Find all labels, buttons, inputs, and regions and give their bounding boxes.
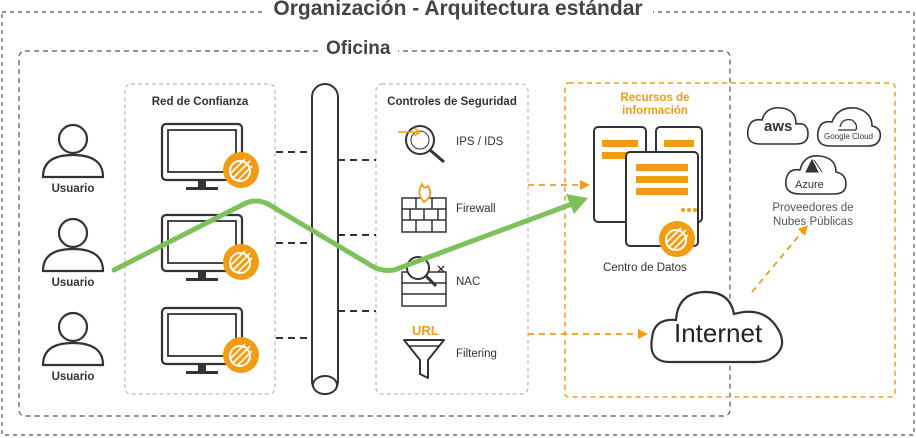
organization-title: Organización - Arquitectura estándar [0, 0, 916, 21]
security-controls-title: Controles de Seguridad [387, 96, 517, 108]
google-cloud-icon [816, 106, 882, 147]
google-cloud-label: Google Cloud [824, 132, 873, 141]
resources-box [564, 82, 896, 398]
firewall-icon [401, 181, 447, 233]
network-links [276, 151, 376, 339]
azure-logo-icon [805, 158, 823, 173]
security-badge-icon [222, 243, 260, 281]
url-badge: URL [412, 323, 439, 338]
trusted-network-title: Red de Confianza [151, 96, 249, 108]
public-cloud-label-line1: Proveedores de [772, 202, 854, 214]
traffic-path-arrow [566, 194, 588, 214]
datacenter-label: Centro de Datos [603, 262, 687, 274]
public-cloud-label: Proveedores de Nubes Públicas [758, 201, 868, 229]
arrow-heads [580, 180, 808, 339]
aws-label: aws [764, 118, 793, 135]
firewall-label: Firewall [456, 203, 496, 215]
user-icon [41, 123, 105, 179]
user-label: Usuario [51, 277, 95, 289]
azure-cloud-icon [784, 154, 847, 195]
security-badge-icon [658, 220, 696, 258]
filtering-label: Filtering [456, 348, 497, 360]
user-icon [41, 311, 105, 367]
office-frame [18, 50, 731, 417]
public-cloud-label-line2: Nubes Públicas [773, 216, 853, 228]
user-label: Usuario [51, 371, 95, 383]
resources-title-line1: Recursos de [620, 92, 690, 104]
resources-title-line2: información [622, 105, 688, 117]
azure-label: Azure [795, 179, 824, 191]
google-logo-icon [838, 119, 858, 131]
ips-ids-label: IPS / IDS [456, 136, 504, 148]
data-flow-arrows [528, 184, 803, 335]
security-badge-icon [222, 151, 260, 189]
traffic-path [111, 198, 575, 273]
nac-label: NAC [456, 276, 481, 288]
user-label: Usuario [51, 183, 95, 195]
security-controls-box [375, 83, 529, 395]
internet-label: Internet [674, 318, 763, 348]
internet-cloud-icon [650, 290, 784, 364]
office-title: Oficina [318, 38, 399, 60]
aws-cloud-icon [746, 106, 809, 145]
magnifier-arrow-icon [398, 125, 445, 164]
user-icon [41, 217, 105, 273]
resources-title: Recursos de información [600, 92, 710, 118]
security-badge-icon [222, 336, 260, 374]
trusted-network-box [124, 83, 276, 395]
url-filter-icon [403, 339, 445, 379]
